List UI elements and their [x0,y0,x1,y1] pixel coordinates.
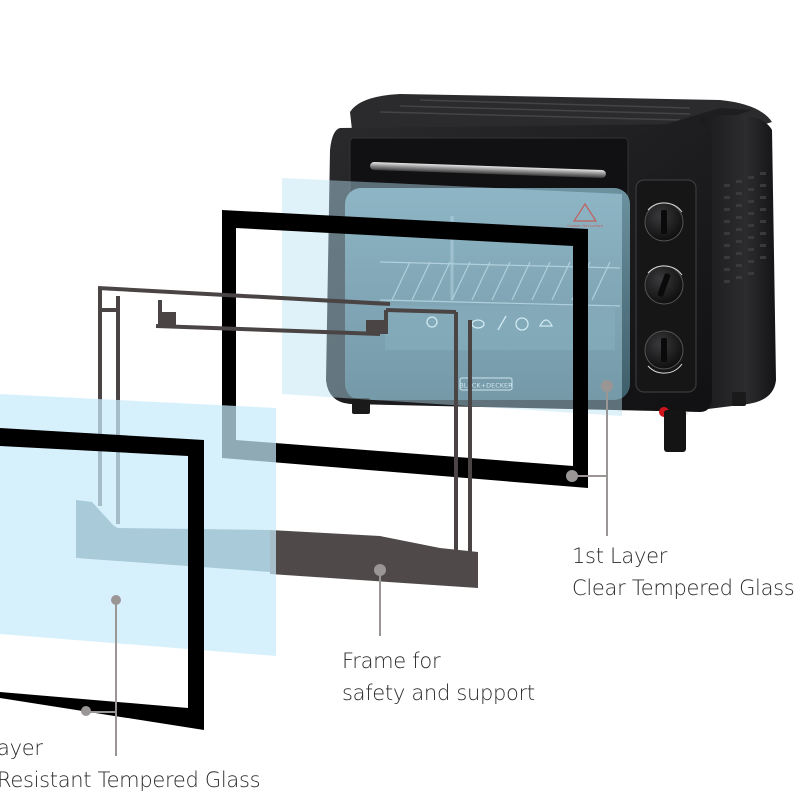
bracket-tab [366,320,384,334]
function-knob[interactable] [644,265,684,305]
callout-outer-layer-title: ayer [0,736,43,760]
marker-dot [81,706,91,716]
callout-outer-layer-desc: Resistant Tempered Glass [0,768,261,792]
oven-top-ridge [379,111,681,121]
callout-frame: Frame for safety and support [342,645,535,709]
cake-icon [538,319,554,327]
marker-dot [374,564,386,576]
side-vent-grille [724,172,766,283]
oven-top-ridge [419,99,691,109]
sausage-icon [497,315,507,331]
warning-triangle-icon [572,202,598,222]
marker-dot [601,380,613,392]
front-black-frame [0,428,204,730]
outer-heat-resistant-glass [0,394,276,656]
callout-first-layer: 1st Layer Clear Tempered Glass [572,540,795,604]
toast-icon [426,316,438,328]
brand-badge-text: BLACK+DECKER [459,382,513,390]
callout-frame-desc: safety and support [342,681,535,705]
callout-markers [81,380,613,716]
temperature-knob[interactable] [644,202,684,242]
first-layer-clear-glass [282,178,622,416]
callout-frame-title: Frame for [342,649,441,673]
oven-side-panel [700,114,776,410]
leader-lines [86,386,608,756]
marker-dot [111,595,121,605]
warning-label: Caution: Hot surface [567,224,603,228]
frame-bottom-bar [270,530,478,588]
bracket-tab [158,312,176,326]
oven-top-ridge [399,105,691,115]
callout-first-layer-desc: Clear Tempered Glass [572,576,795,600]
oven-foot [352,398,370,414]
door-handle [370,162,606,178]
chicken-icon [515,317,529,331]
callout-first-layer-title: 1st Layer [572,544,668,568]
oven-foot [732,392,746,406]
timer-knob[interactable] [644,330,684,374]
callout-outer-layer: ayer Resistant Tempered Glass [0,732,261,796]
oven-top [350,94,772,132]
brand-badge [459,377,513,391]
oven-foot [664,410,686,452]
marker-dot [566,470,578,482]
cooking-guide-icons [426,315,554,331]
